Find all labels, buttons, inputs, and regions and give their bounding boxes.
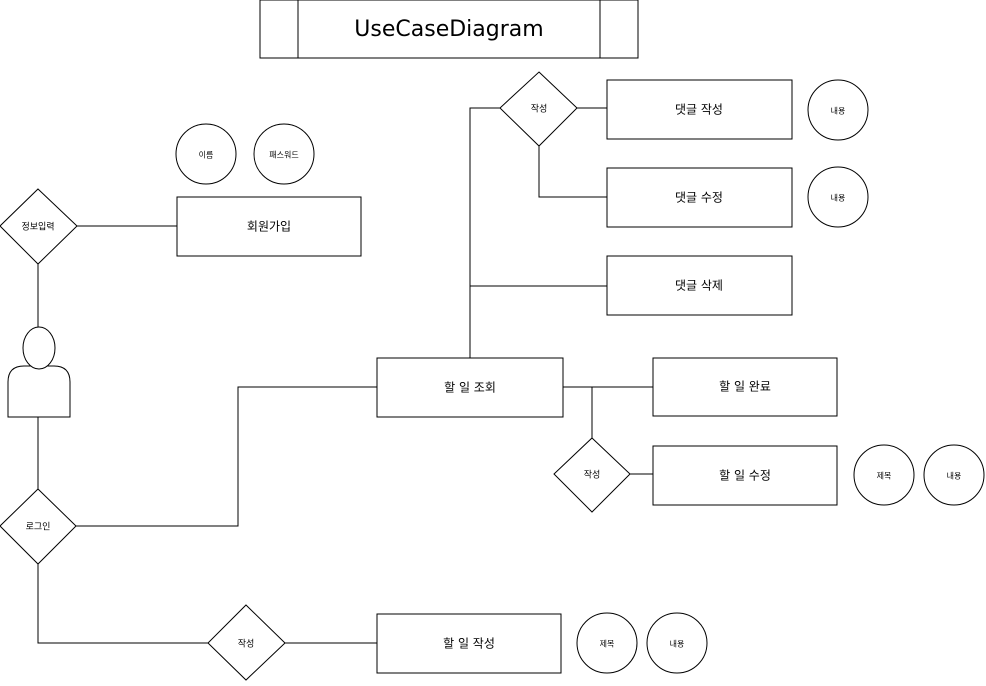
edge-login-view — [76, 386, 377, 527]
relation-write-comment: 작성 — [499, 71, 578, 147]
attribute-todo-create-content: 내용 — [646, 612, 708, 674]
attribute-comment-content-1: 내용 — [807, 79, 869, 141]
diagram-title-text: UseCaseDiagram — [354, 17, 543, 42]
entity-view-todo: 할 일 조회 — [376, 357, 564, 418]
actor-user-icon — [7, 326, 71, 418]
entity-edit-comment: 댓글 수정 — [606, 167, 793, 228]
attribute-password: 패스워드 — [253, 123, 315, 185]
edge-rel-editcomment — [538, 146, 607, 198]
attribute-comment-content-2-label: 내용 — [831, 194, 846, 203]
relation-info-input: 정보입력 — [0, 188, 78, 265]
attribute-comment-content-1-label: 내용 — [831, 107, 846, 116]
attribute-todo-create-title-label: 제목 — [600, 640, 615, 649]
edge-login-write — [37, 564, 208, 644]
relation-login-label: 로그인 — [26, 522, 51, 533]
entity-write-comment: 댓글 작성 — [606, 79, 793, 140]
entity-delete-comment: 댓글 삭제 — [606, 255, 793, 316]
diagram-title: UseCaseDiagram — [259, 0, 639, 59]
attribute-password-label: 패스워드 — [269, 150, 298, 160]
entity-edit-todo-label: 할 일 수정 — [719, 469, 771, 483]
relation-edit-todo: 작성 — [553, 437, 631, 513]
relation-login: 로그인 — [0, 488, 77, 565]
relation-info-input-label: 정보입력 — [21, 221, 54, 233]
attribute-name: 이름 — [175, 123, 237, 185]
relation-write-todo: 작성 — [207, 604, 286, 681]
entity-edit-comment-label: 댓글 수정 — [675, 191, 723, 205]
attribute-todo-edit-content-label: 내용 — [947, 472, 962, 481]
entity-signup-label: 회원가입 — [247, 220, 291, 234]
entity-signup: 회원가입 — [176, 196, 362, 257]
attribute-todo-edit-content: 내용 — [923, 444, 985, 506]
edge-view-comments — [469, 107, 500, 358]
attribute-todo-create-content-label: 내용 — [670, 640, 685, 649]
entity-create-todo: 할 일 작성 — [376, 613, 562, 674]
entity-create-todo-label: 할 일 작성 — [443, 637, 495, 651]
connectors — [37, 107, 653, 644]
attribute-comment-content-2: 내용 — [807, 166, 869, 228]
relation-edit-todo-label: 작성 — [584, 470, 601, 481]
attribute-todo-edit-title: 제목 — [853, 444, 915, 506]
entity-edit-todo: 할 일 수정 — [652, 445, 838, 506]
relation-write-todo-label: 작성 — [238, 639, 255, 650]
entity-view-todo-label: 할 일 조회 — [444, 381, 496, 395]
attribute-todo-edit-title-label: 제목 — [877, 472, 892, 481]
entity-complete-todo: 할 일 완료 — [652, 357, 838, 417]
attribute-name-label: 이름 — [199, 150, 214, 160]
entity-complete-todo-label: 할 일 완료 — [719, 380, 771, 394]
entity-write-comment-label: 댓글 작성 — [675, 103, 723, 117]
relation-write-comment-label: 작성 — [531, 104, 548, 115]
attribute-todo-create-title: 제목 — [576, 612, 638, 674]
entity-delete-comment-label: 댓글 삭제 — [675, 279, 723, 293]
